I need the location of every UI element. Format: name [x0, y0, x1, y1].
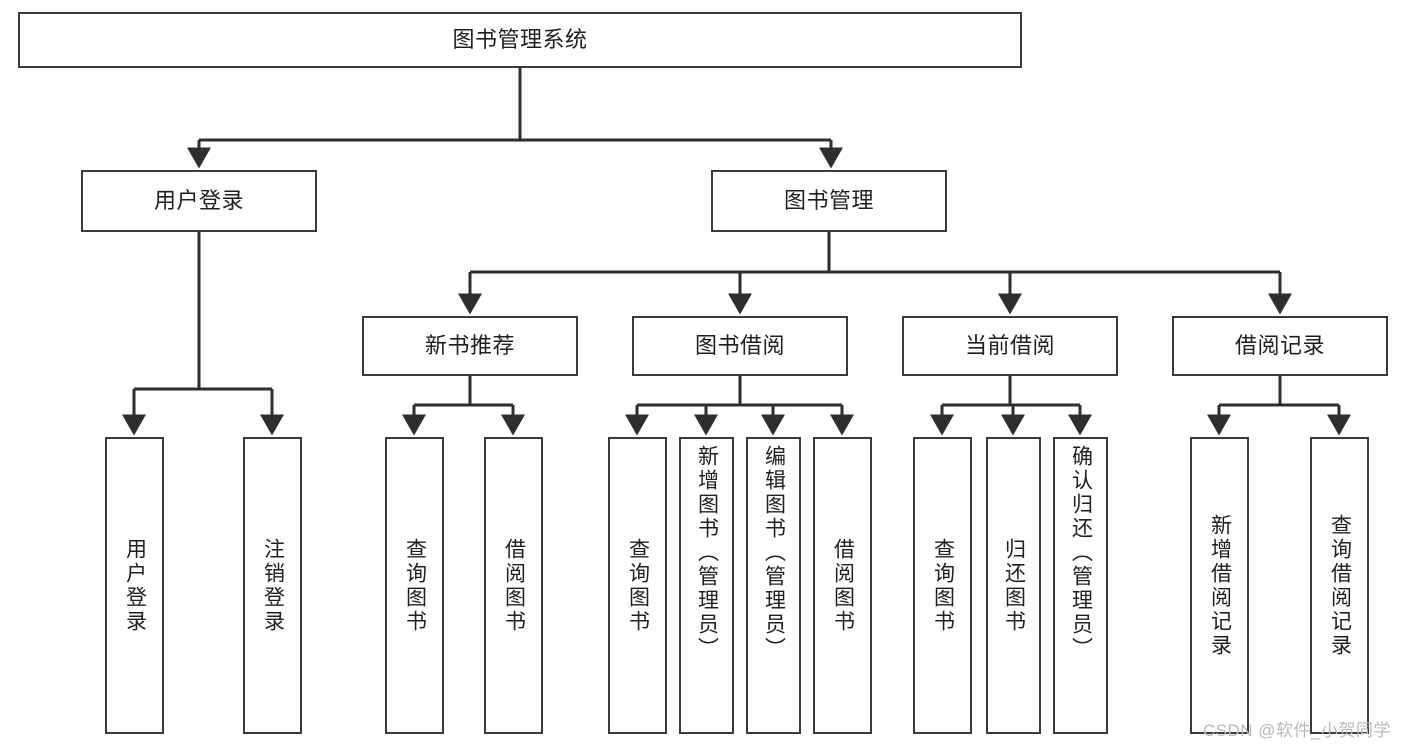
node-leaf-edit-book-label: 编辑图书（管理员）: [762, 445, 786, 661]
node-leaf-add-book-label: 新增图书（管理员）: [695, 445, 719, 661]
node-user-login-label: 用户登录: [153, 188, 244, 214]
node-leaf-borrow-book-recommend-label: 借阅图书: [502, 537, 526, 634]
node-leaf-borrow-book[interactable]: 借阅图书: [813, 437, 872, 734]
node-leaf-query-book-current-label: 查询图书: [931, 537, 955, 634]
node-book-borrow[interactable]: 图书借阅: [632, 316, 848, 376]
node-leaf-logout[interactable]: 注销登录: [243, 437, 302, 734]
connector-bookmgmt-to-level3: [458, 232, 1292, 315]
node-new-book-recommend-label: 新书推荐: [424, 333, 515, 359]
node-borrow-record[interactable]: 借阅记录: [1172, 316, 1388, 376]
node-book-borrow-label: 图书借阅: [694, 333, 785, 359]
node-leaf-add-borrow-record-label: 新增借阅记录: [1208, 513, 1232, 658]
node-leaf-borrow-book-recommend[interactable]: 借阅图书: [484, 437, 543, 734]
connector-borrow-to-leaves: [625, 376, 854, 436]
node-leaf-borrow-book-label: 借阅图书: [831, 537, 855, 634]
node-current-borrow[interactable]: 当前借阅: [902, 316, 1118, 376]
node-leaf-return-book-label: 归还图书: [1002, 537, 1026, 634]
node-leaf-add-book[interactable]: 新增图书（管理员）: [679, 437, 734, 734]
node-leaf-query-book-recommend[interactable]: 查询图书: [385, 437, 444, 734]
node-leaf-query-book-borrow-label: 查询图书: [626, 537, 650, 634]
node-leaf-add-borrow-record[interactable]: 新增借阅记录: [1190, 437, 1249, 734]
node-leaf-query-book-borrow[interactable]: 查询图书: [608, 437, 667, 734]
node-leaf-confirm-return-label: 确认归还（管理员）: [1069, 445, 1093, 661]
node-leaf-user-login[interactable]: 用户登录: [105, 437, 164, 734]
node-leaf-query-borrow-record-label: 查询借阅记录: [1328, 513, 1352, 658]
node-new-book-recommend[interactable]: 新书推荐: [362, 316, 578, 376]
node-current-borrow-label: 当前借阅: [964, 333, 1055, 359]
connector-userlogin-to-leaves: [122, 232, 284, 436]
connector-record-to-leaves: [1207, 376, 1351, 436]
node-leaf-logout-label: 注销登录: [261, 537, 285, 634]
node-book-management-label: 图书管理: [783, 188, 874, 214]
connector-current-to-leaves: [930, 376, 1092, 436]
connector-root-to-level2: [187, 68, 843, 169]
node-root[interactable]: 图书管理系统: [18, 12, 1022, 68]
node-leaf-query-book-current[interactable]: 查询图书: [913, 437, 972, 734]
connector-recommend-to-leaves: [402, 376, 525, 436]
node-leaf-confirm-return[interactable]: 确认归还（管理员）: [1053, 437, 1108, 734]
node-leaf-user-login-label: 用户登录: [123, 537, 147, 634]
node-book-management[interactable]: 图书管理: [711, 170, 947, 232]
node-root-label: 图书管理系统: [452, 27, 588, 53]
node-user-login[interactable]: 用户登录: [81, 170, 317, 232]
node-leaf-query-book-recommend-label: 查询图书: [403, 537, 427, 634]
node-borrow-record-label: 借阅记录: [1234, 333, 1325, 359]
node-leaf-query-borrow-record[interactable]: 查询借阅记录: [1310, 437, 1369, 734]
node-leaf-edit-book[interactable]: 编辑图书（管理员）: [746, 437, 801, 734]
node-leaf-return-book[interactable]: 归还图书: [986, 437, 1041, 734]
